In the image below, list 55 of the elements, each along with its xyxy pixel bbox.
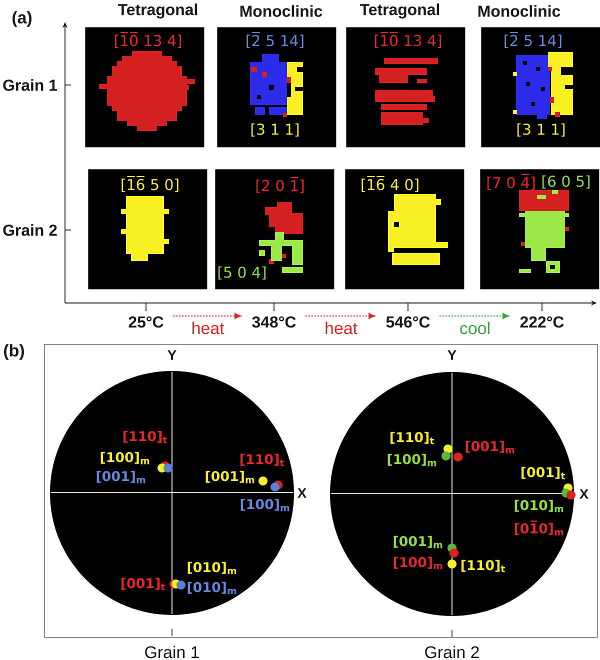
direction-label: [010]$_{m}$ bbox=[188, 582, 236, 594]
temperature-label: 222°C bbox=[520, 316, 564, 328]
index-label: [5 0 4] bbox=[218, 266, 266, 280]
direction-label: [110]$_{t}$ bbox=[461, 560, 505, 572]
index-label: [3 1 1] bbox=[251, 123, 299, 137]
direction-label: [001]$_{t}$ bbox=[521, 466, 565, 480]
direction-label: [100]$_{m}$ bbox=[240, 498, 290, 512]
index-label: [3 1 1] bbox=[517, 123, 565, 137]
column-heading: Monoclinic bbox=[240, 5, 322, 17]
edge-label: cool bbox=[458, 321, 492, 335]
index-label: [6 0 5] bbox=[542, 175, 590, 189]
index-label: [2̅ 5 14] bbox=[246, 32, 304, 48]
direction-label: [100]$_{m}$ bbox=[100, 452, 150, 464]
temperature-label: 25°C bbox=[128, 316, 164, 328]
direction-label: [110]$_{t}$ bbox=[123, 430, 167, 444]
arrow bbox=[173, 313, 242, 319]
index-label: [2 0 1̅] bbox=[256, 177, 304, 193]
edge-label: heat bbox=[190, 321, 225, 335]
axis-label: X bbox=[579, 489, 589, 499]
direction-label: [100]$_{m}$ bbox=[388, 454, 436, 466]
figure-label: Grain 1 bbox=[145, 646, 199, 658]
temperature-label: 546°C bbox=[386, 316, 430, 328]
column-heading: Tetragonal bbox=[360, 4, 440, 18]
index-label: [1̅6̅ 5 0] bbox=[122, 176, 178, 192]
column-heading: Tetragonal bbox=[118, 4, 198, 18]
direction-label: [01̅0]$_{m}$ bbox=[514, 520, 564, 536]
panel-frame bbox=[44, 344, 598, 638]
index-label: [7 0 4̅] bbox=[487, 174, 535, 190]
direction-label: [010]$_{m}$ bbox=[188, 562, 236, 574]
row-label: Grain 2 bbox=[3, 224, 57, 236]
index-label: [1̅0̅ 13 4] bbox=[114, 32, 182, 48]
direction-label: [001]$_{t}$ bbox=[121, 578, 165, 590]
direction-label: [010]$_{m}$ bbox=[514, 500, 564, 512]
direction-label: [110]$_{t}$ bbox=[390, 432, 434, 444]
panel-letter: (b) bbox=[4, 344, 24, 360]
temperature-label: 348°C bbox=[252, 316, 296, 328]
direction-label: [001]$_{m}$ bbox=[466, 440, 514, 454]
index-label: [1̅6̅ 4 0] bbox=[362, 176, 418, 192]
index-label: [1̅0̅ 13 4] bbox=[374, 32, 442, 48]
row-label: Grain 1 bbox=[3, 79, 57, 91]
direction-label: [001]$_{m}$ bbox=[206, 470, 254, 484]
direction-label: [100]$_{m}$ bbox=[394, 556, 442, 570]
index-label: [2̅ 5 14] bbox=[504, 32, 562, 48]
axis-label: Y bbox=[168, 350, 176, 360]
direction-label: [001]$_{m}$ bbox=[394, 536, 442, 548]
panel-letter: (a) bbox=[12, 11, 32, 27]
arrow bbox=[305, 313, 376, 319]
figure-label: Grain 2 bbox=[425, 646, 479, 658]
direction-label: [110]$_{t}$ bbox=[240, 454, 284, 466]
direction-label: [001]$_{m}$ bbox=[96, 470, 146, 484]
edge-label: heat bbox=[324, 321, 358, 335]
axis-label: Y bbox=[448, 350, 456, 360]
column-heading: Monoclinic bbox=[478, 5, 560, 17]
axis-label: X bbox=[297, 488, 307, 498]
arrow bbox=[439, 313, 510, 319]
